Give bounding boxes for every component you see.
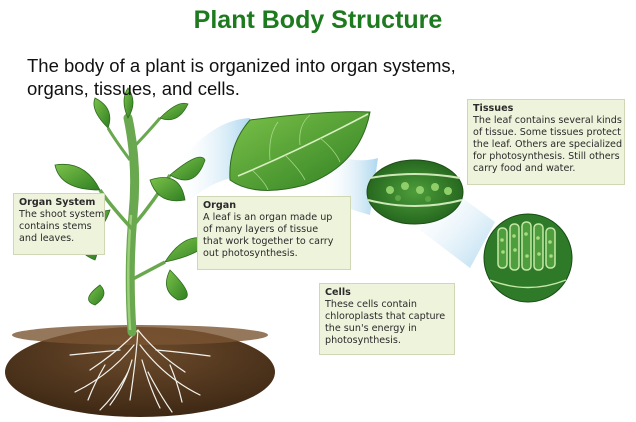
large-leaf <box>229 111 371 191</box>
callout-line: and leaves. <box>19 233 75 244</box>
callout-line: of tissue. Some tissues protect <box>473 127 621 138</box>
callout-line: These cells contain <box>325 299 417 310</box>
roots <box>69 329 211 413</box>
callout-line: out photosynthesis. <box>203 248 298 259</box>
page-title: Plant Body Structure <box>193 6 443 34</box>
callout-title: Tissues <box>473 103 514 114</box>
callout-title: Organ System <box>19 197 96 208</box>
callout-cells: Cells These cells contain chloroplasts t… <box>319 283 455 355</box>
callout-line: the sun's energy in <box>325 323 417 334</box>
callout-line: for photosynthesis. Still others <box>473 151 620 162</box>
zoom-beam-leaf <box>175 118 250 200</box>
callout-organ: Organ A leaf is an organ made up of many… <box>197 196 351 270</box>
tissue-cross-section <box>366 159 464 225</box>
soil <box>5 325 275 417</box>
callout-line: of many layers of tissue <box>203 224 319 235</box>
callout-line: the leaf. Others are specialized <box>473 139 623 150</box>
stem <box>98 113 172 337</box>
callout-line: The leaf contains several kinds <box>473 115 622 126</box>
callout-title: Cells <box>325 287 351 298</box>
intro-line: The body of a plant is organized into or… <box>27 55 456 76</box>
callout-line: carry food and water. <box>473 163 576 174</box>
intro-line: organs, tissues, and cells. <box>27 78 240 99</box>
callout-line: chloroplasts that capture <box>325 311 446 322</box>
intro-text: The body of a plant is organized into or… <box>27 54 497 100</box>
callout-line: A leaf is an organ made up <box>203 212 333 223</box>
cells-closeup <box>483 213 573 303</box>
callout-line: contains stems <box>19 221 92 232</box>
callout-line: The shoot system <box>19 209 105 220</box>
callout-line: photosynthesis. <box>325 335 401 346</box>
callout-organ-system: Organ System The shoot system contains s… <box>13 193 105 255</box>
callout-title: Organ <box>203 200 237 211</box>
callout-tissues: Tissues The leaf contains several kinds … <box>467 99 625 185</box>
callout-line: that work together to carry <box>203 236 334 247</box>
